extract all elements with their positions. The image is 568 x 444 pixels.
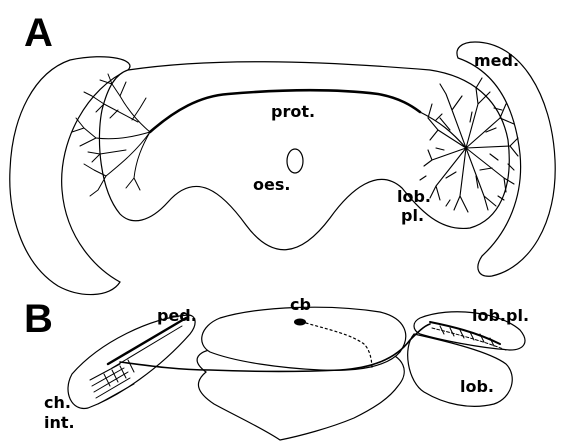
label-lob-pl: lob.pl. xyxy=(472,306,529,325)
label-med: med. xyxy=(474,51,519,70)
label-lob-pl-1: lob. xyxy=(397,187,431,206)
panel-b-letter: B xyxy=(24,297,53,341)
label-ped: ped. xyxy=(157,306,197,325)
label-int: int. xyxy=(44,413,75,432)
label-lob-pl-2: pl. xyxy=(401,206,424,225)
label-lob: lob. xyxy=(460,377,494,396)
panel-b: B ped. cb lob.pl. lo xyxy=(24,295,529,440)
cb-dot xyxy=(294,319,306,326)
label-ch: ch. xyxy=(44,393,71,412)
label-cb: cb xyxy=(290,295,311,314)
panel-a: A xyxy=(10,11,555,295)
panel-a-letter: A xyxy=(24,11,53,55)
label-oes: oes. xyxy=(253,175,290,194)
label-prot: prot. xyxy=(271,102,315,121)
oesophagus-opening xyxy=(287,149,303,173)
